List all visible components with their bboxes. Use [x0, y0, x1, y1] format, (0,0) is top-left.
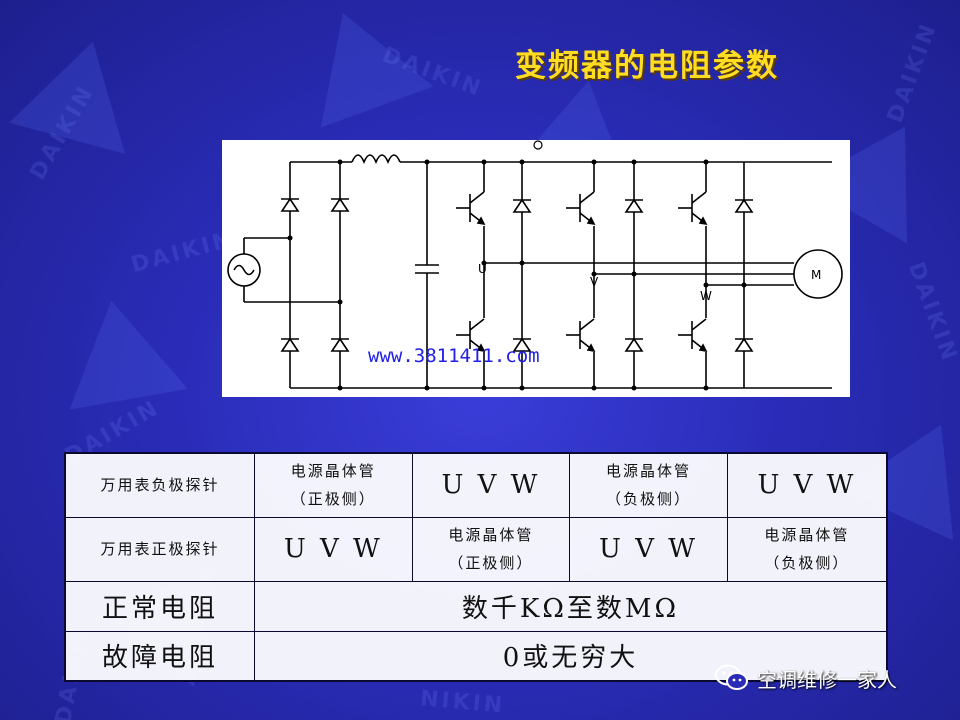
row4-header: 故障电阻 — [64, 630, 255, 682]
row1-cell3: 电源晶体管 （负极侧） — [569, 452, 728, 518]
row2-cell4: 电源晶体管 （负极侧） — [726, 516, 888, 582]
watermark-url: www.3811411.com — [368, 345, 540, 367]
cell-line: （负极侧） — [606, 490, 692, 509]
brand-text: 空调维修一家人 — [757, 667, 897, 692]
motor-label: M — [811, 268, 821, 282]
page-title: 变频器的电阻参数 — [515, 48, 779, 84]
table-row: 万用表正极探针 U V W 电源晶体管 （正极侧） U V W 电源晶体管 （负… — [64, 516, 888, 582]
row2-cell3: U V W — [569, 516, 728, 582]
row1-header: 万用表负极探针 — [64, 452, 255, 518]
cell-line: （正极侧） — [448, 554, 534, 572]
label-u: U — [478, 262, 487, 276]
row3-value: 数千KΩ至数MΩ — [254, 580, 888, 632]
brand-watermark: 空调维修一家人 — [715, 658, 897, 698]
cell-line: 电源晶体管 — [448, 526, 534, 544]
cell-line: （正极侧） — [290, 490, 376, 509]
cell-line: 电源晶体管 — [290, 462, 376, 481]
row1-cell4: U V W — [726, 452, 888, 518]
row2-cell1: U V W — [254, 516, 413, 582]
label-w: W — [700, 289, 712, 303]
table-row: 万用表负极探针 电源晶体管 （正极侧） U V W 电源晶体管 （负极侧） U … — [64, 452, 888, 518]
row2-header: 万用表正极探针 — [64, 516, 255, 582]
wechat-icon — [715, 664, 748, 690]
row3-header: 正常电阻 — [64, 580, 255, 632]
inverter-circuit-diagram: U V W M www.3811411.com — [222, 140, 850, 397]
cell-line: 电源晶体管 — [764, 526, 850, 544]
label-v: V — [590, 275, 599, 289]
row1-cell2: U V W — [411, 452, 571, 518]
table-row: 故障电阻 0或无穷大 — [64, 630, 888, 682]
row1-cell1: 电源晶体管 （正极侧） — [254, 452, 413, 518]
table-row: 正常电阻 数千KΩ至数MΩ — [64, 580, 888, 632]
row4-value: 0或无穷大 — [254, 630, 888, 682]
cell-line: 电源晶体管 — [606, 462, 692, 481]
row2-cell2: 电源晶体管 （正极侧） — [411, 516, 571, 582]
circuit-svg: U V W M — [227, 140, 843, 391]
resistance-table: 万用表负极探针 电源晶体管 （正极侧） U V W 电源晶体管 （负极侧） U … — [64, 452, 888, 682]
cell-line: （负极侧） — [764, 554, 850, 572]
